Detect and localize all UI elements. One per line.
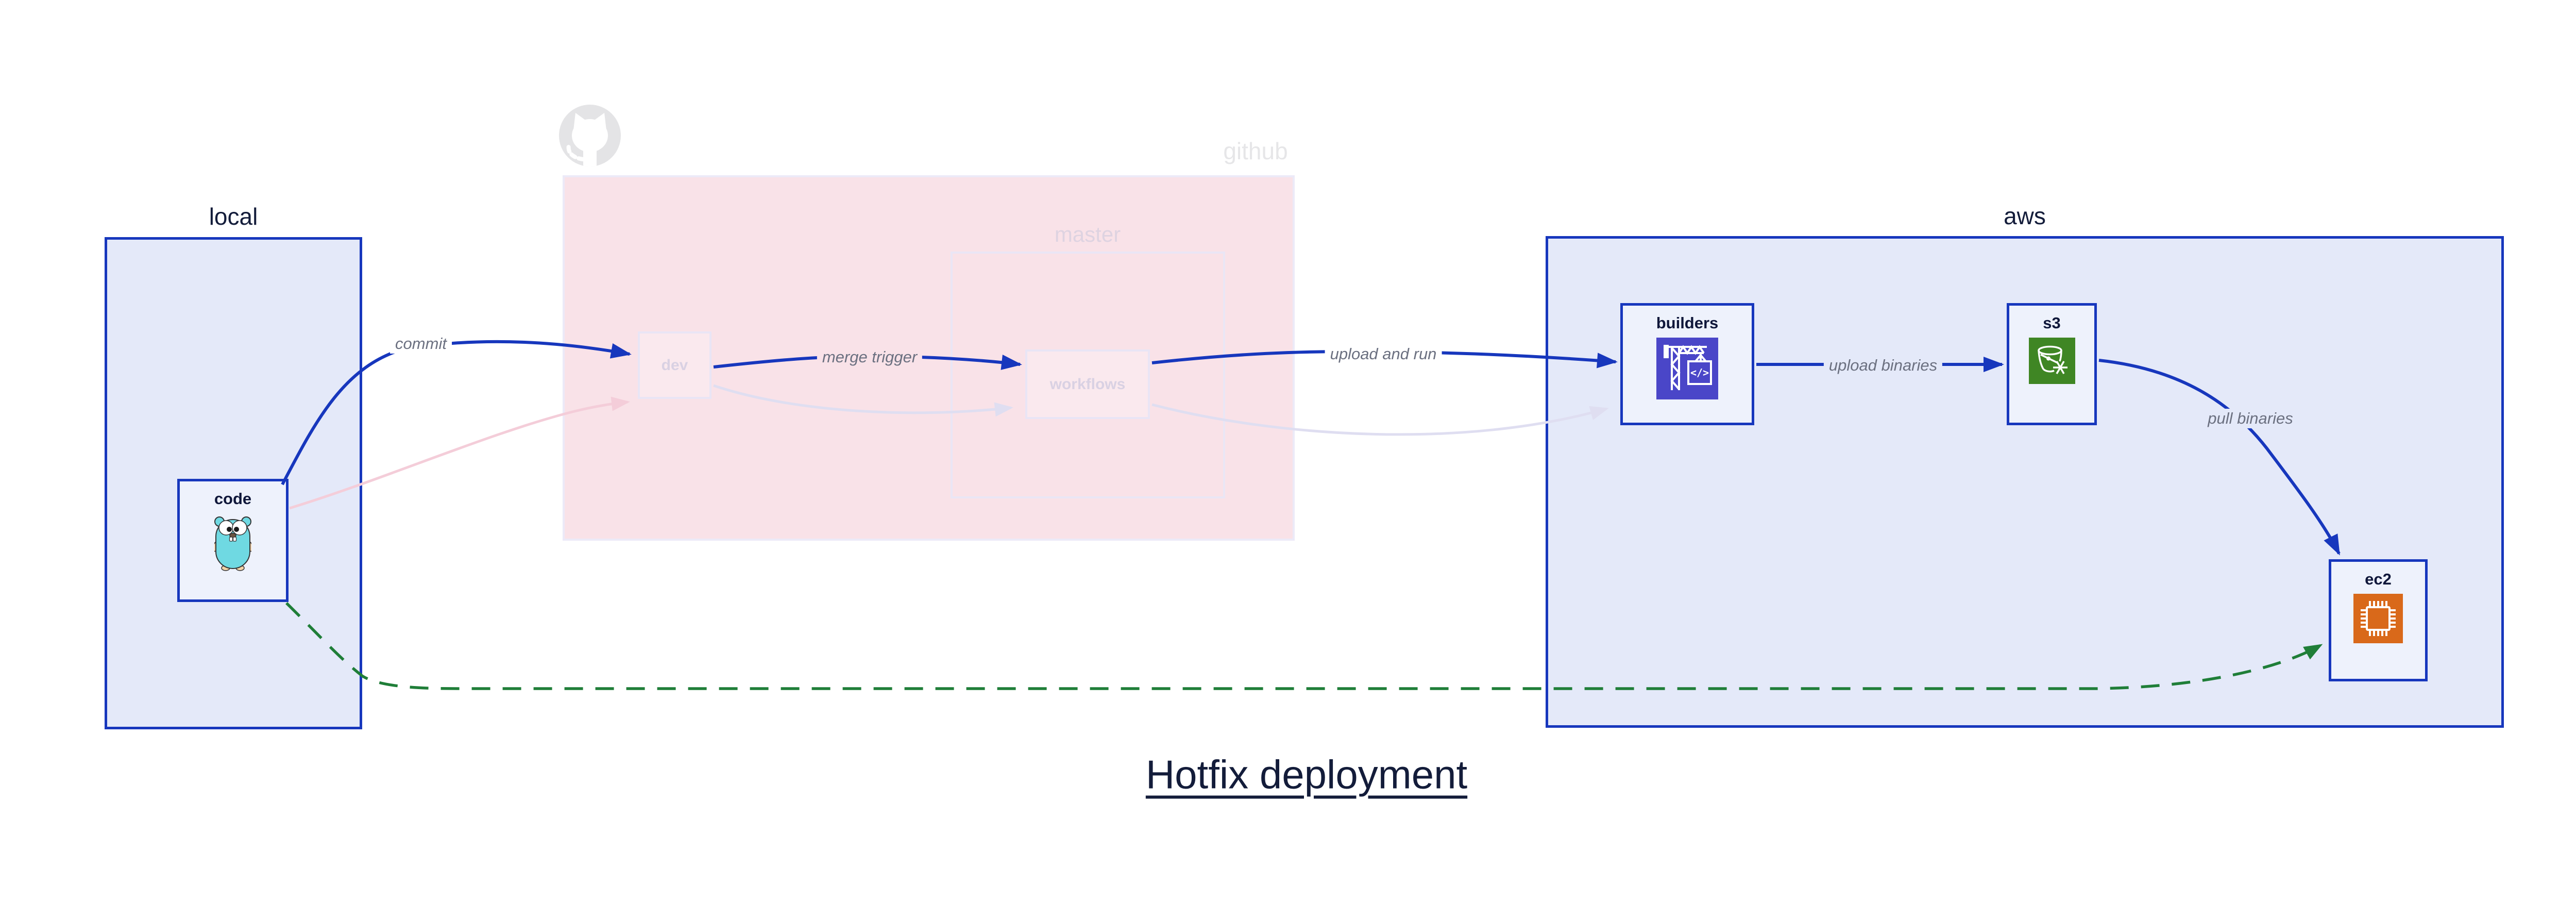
code-node: code <box>177 479 289 602</box>
octocat-icon <box>559 105 621 166</box>
s3-node-label: s3 <box>2043 314 2061 332</box>
dev-branch-node: dev <box>638 331 711 399</box>
dev-node-label: dev <box>661 356 688 374</box>
master-branch-container <box>951 252 1225 498</box>
svg-text:</>: </> <box>1690 366 1709 379</box>
builders-node: builders </> <box>1620 303 1754 425</box>
edge-label-pull-binaries: pull binaries <box>2202 408 2298 429</box>
ec2-node-label: ec2 <box>2365 570 2392 588</box>
go-gopher-icon <box>214 516 251 571</box>
edge-label-upload-binaries: upload binaries <box>1823 355 1943 376</box>
ec2-chip-icon <box>2353 594 2403 643</box>
workflows-node-label: workflows <box>1049 375 1126 393</box>
aws-zone-label: aws <box>2004 203 2046 229</box>
codebuild-crane-icon: </> <box>1656 338 1718 399</box>
master-branch-label: master <box>1054 222 1121 246</box>
workflows-node: workflows <box>1025 349 1150 419</box>
ec2-node: ec2 <box>2329 559 2428 681</box>
github-zone-label: github <box>1223 138 1288 164</box>
local-zone-label: local <box>209 203 258 230</box>
edge-label-upload-and-run: upload and run <box>1325 344 1442 364</box>
edge-label-merge-trigger: merge trigger <box>817 347 923 368</box>
edge-label-commit: commit <box>390 333 452 354</box>
github-octocat-icon <box>559 105 621 169</box>
code-node-label: code <box>214 490 252 508</box>
s3-node: s3 <box>2007 303 2097 425</box>
diagram-title: Hotfix deployment <box>1145 751 1468 797</box>
builders-node-label: builders <box>1656 314 1719 332</box>
s3-glacier-bucket-icon <box>2028 338 2075 384</box>
